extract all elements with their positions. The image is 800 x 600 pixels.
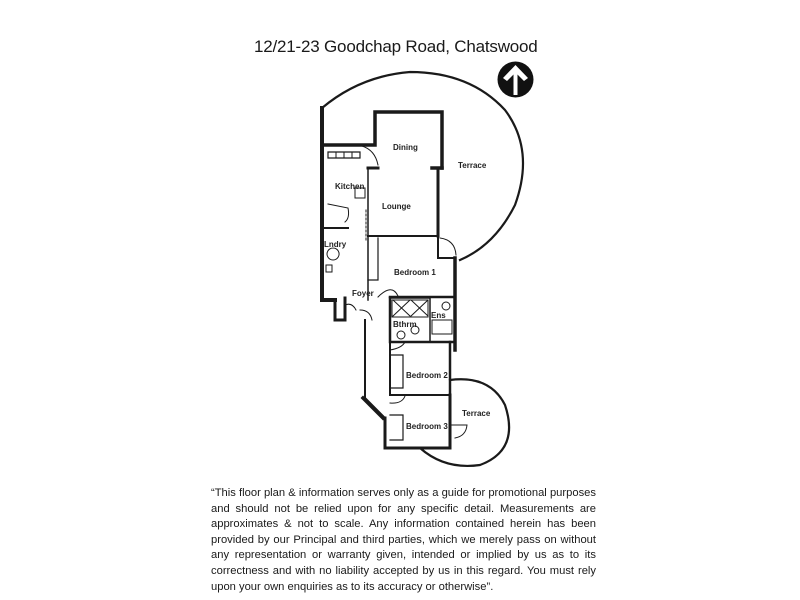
room-label-lounge: Lounge xyxy=(382,202,411,211)
north-arrow-icon xyxy=(497,61,534,98)
room-label-bedroom-1: Bedroom 1 xyxy=(394,268,436,277)
room-label-dining: Dining xyxy=(393,143,418,152)
room-label-foyer: Foyer xyxy=(352,289,374,298)
room-label-terrace-1: Terrace xyxy=(458,161,487,170)
room-label-bathroom: Bthrm xyxy=(393,320,417,329)
room-label-ensuite: Ens xyxy=(431,311,446,320)
room-label-laundry: Lndry xyxy=(324,240,347,249)
room-label-bedroom-3: Bedroom 3 xyxy=(406,422,448,431)
outer-wall-left xyxy=(320,106,337,302)
room-label-terrace-2: Terrace xyxy=(462,409,491,418)
room-label-bedroom-2: Bedroom 2 xyxy=(406,371,448,380)
property-address-title: 12/21-23 Goodchap Road, Chatswood xyxy=(254,37,538,56)
disclaimer-text: “This floor plan & information serves on… xyxy=(211,487,596,593)
room-label-kitchen: Kitchen xyxy=(335,182,365,191)
terrace-2-arc xyxy=(418,378,511,467)
terrace-1-arc xyxy=(320,70,525,262)
